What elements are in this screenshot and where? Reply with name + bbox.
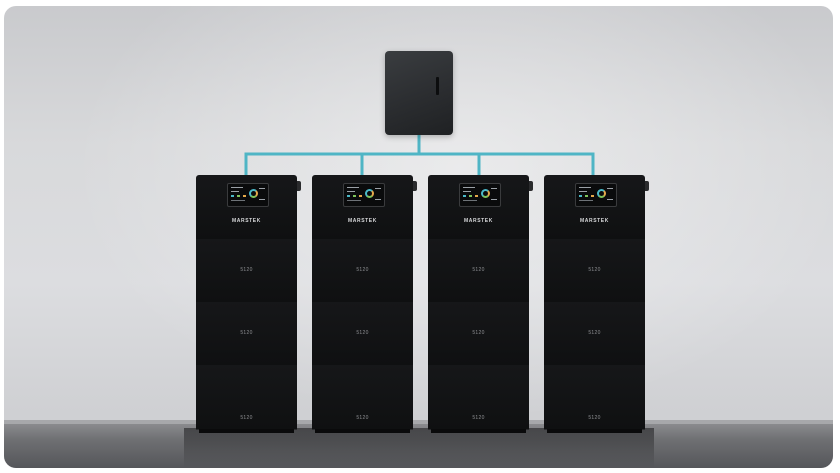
battery-module: 5120: [312, 239, 413, 303]
gauge-icon: [249, 189, 258, 198]
module-label: 5120: [356, 330, 369, 336]
battery-module: 5120: [312, 365, 413, 430]
battery-module: 5120: [196, 302, 297, 366]
control-module: MARSTEK: [312, 175, 413, 240]
battery-module: 5120: [428, 302, 529, 366]
battery-stack-2: MARSTEK 5120 5120 5120: [312, 175, 417, 433]
battery-module: 5120: [428, 239, 529, 303]
floor-reflection: [184, 428, 654, 468]
gauge-icon: [597, 189, 606, 198]
module-label: 5120: [240, 330, 253, 336]
module-label: 5120: [472, 267, 485, 273]
gauge-icon: [481, 189, 490, 198]
battery-stack-1: MARSTEK 5120 5120 5120: [196, 175, 301, 433]
stack-bracket: [529, 181, 533, 191]
battery-module: 5120: [544, 365, 645, 430]
battery-module: 5120: [196, 239, 297, 303]
display-screen: [459, 183, 501, 207]
module-label: 5120: [240, 267, 253, 273]
battery-stack-3: MARSTEK 5120 5120 5120: [428, 175, 533, 433]
stack-base: [199, 429, 294, 433]
module-label: 5120: [588, 330, 601, 336]
module-label: 5120: [472, 330, 485, 336]
display-screen: [227, 183, 269, 207]
control-module: MARSTEK: [196, 175, 297, 240]
display-screen: [575, 183, 617, 207]
battery-stack-4: MARSTEK 5120 5120 5120: [544, 175, 649, 433]
module-label: 5120: [472, 415, 485, 421]
brand-label: MARSTEK: [348, 218, 377, 224]
module-label: 5120: [356, 267, 369, 273]
stack-base: [547, 429, 642, 433]
stack-base: [431, 429, 526, 433]
brand-label: MARSTEK: [580, 218, 609, 224]
battery-module: 5120: [196, 365, 297, 430]
skirting: [4, 420, 833, 425]
control-module: MARSTEK: [428, 175, 529, 240]
brand-label: MARSTEK: [232, 218, 261, 224]
brand-label: MARSTEK: [464, 218, 493, 224]
battery-module: 5120: [428, 365, 529, 430]
battery-module: 5120: [544, 302, 645, 366]
stack-bracket: [645, 181, 649, 191]
stack-base: [315, 429, 410, 433]
module-label: 5120: [588, 267, 601, 273]
battery-module: 5120: [544, 239, 645, 303]
module-label: 5120: [356, 415, 369, 421]
display-screen: [343, 183, 385, 207]
control-module: MARSTEK: [544, 175, 645, 240]
gauge-icon: [365, 189, 374, 198]
battery-module: 5120: [312, 302, 413, 366]
module-label: 5120: [240, 415, 253, 421]
stack-bracket: [297, 181, 301, 191]
connection-cables: [244, 132, 595, 178]
inverter-unit: [385, 51, 453, 135]
inverter-indicator: [436, 77, 439, 95]
stack-bracket: [413, 181, 417, 191]
product-image: MARSTEK 5120 5120 5120 MARST: [4, 6, 833, 468]
module-label: 5120: [588, 415, 601, 421]
